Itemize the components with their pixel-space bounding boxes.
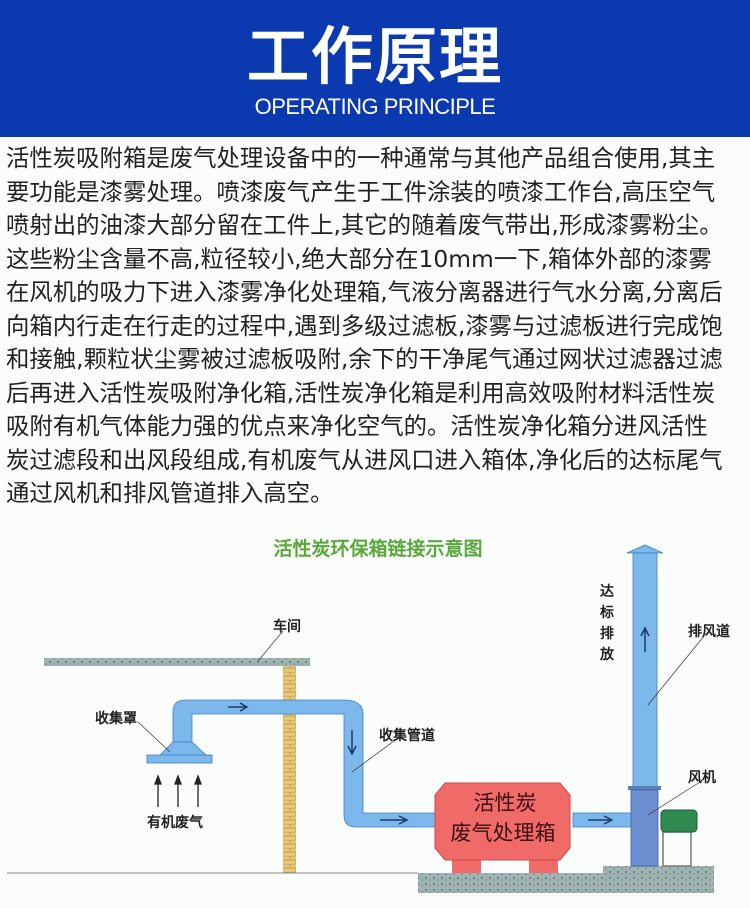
description-line: 要功能是漆雾处理。喷漆废气产生于工件涂装的喷漆工作台,高压空气 xyxy=(6,177,716,206)
collection-duct xyxy=(146,699,436,828)
label-organic-gas: 有机废气 xyxy=(147,814,203,831)
diagram-title: 活性炭环保箱链接示意图 xyxy=(273,537,482,560)
page-subtitle: OPERATING PRINCIPLE xyxy=(254,94,496,119)
foundation xyxy=(418,873,714,893)
description-line: 后再进入活性炭吸附净化箱,活性炭净化箱是利用高效吸附材料活性炭 xyxy=(6,378,716,407)
fan-motor xyxy=(660,809,698,833)
description-line: 吸附有机气体能力强的优点来净化空气的。活性炭净化箱分进风活性 xyxy=(6,412,708,440)
ceiling-slab xyxy=(44,658,310,666)
connection-diagram: 活性炭环保箱链接示意图 活性炭 废气处理箱 车间 收集罩 收集管道 有机废气 排… xyxy=(0,520,750,908)
box-leg xyxy=(529,858,558,873)
label-fan: 风机 xyxy=(688,769,716,786)
description-line: 在风机的吸力下进入漆雾净化处理箱,气液分离器进行气水分离,分离后 xyxy=(6,278,723,306)
flow-arrow xyxy=(588,815,614,825)
description-line: 喷射出的油漆大部分留在工件上,其它的随着废气带出,形成漆雾粉尘。 xyxy=(6,211,723,239)
label-duct: 收集管道 xyxy=(379,727,435,744)
exhaust-chimney xyxy=(632,552,658,788)
box-label-line2: 废气处理箱 xyxy=(451,821,556,845)
label-hood: 收集罩 xyxy=(95,710,137,727)
gas-arrows-icon xyxy=(154,774,202,807)
flow-arrow xyxy=(347,730,357,756)
description-line: 活性炭吸附箱是废气处理设备中的一种通常与其他产品组合使用,其主 xyxy=(6,144,716,172)
chimney-flange xyxy=(628,786,661,790)
description-line: 炭过滤段和出风段组成,有机废气从进风口进入箱体,净化后的达标尾气 xyxy=(6,445,723,474)
label-discharge: 放 xyxy=(599,646,615,663)
label-discharge: 达 xyxy=(600,583,614,600)
description-paragraph: 活性炭吸附箱是废气处理设备中的一种通常与其他产品组合使用,其主 要功能是漆雾处理… xyxy=(6,142,750,511)
description-line: 通过风机和排风管道排入高空。 xyxy=(6,479,334,507)
fan-housing xyxy=(630,789,659,867)
description-line: 和接触,颗粒状尘雾被过滤板吸附,余下的干净尾气通过网状过滤器过滤 xyxy=(6,345,723,373)
label-discharge: 标 xyxy=(599,604,614,621)
description-line: 这些粉尘含量不高,粒径较小,绝大部分在10mm一下,箱体外部的漆雾 xyxy=(6,244,712,273)
flow-arrow xyxy=(228,702,249,712)
flow-arrow xyxy=(380,815,409,825)
box-leg xyxy=(452,858,481,873)
label-workshop: 车间 xyxy=(273,618,301,635)
brick-pillar xyxy=(283,666,296,873)
label-exhaust-pipe: 排风道 xyxy=(688,623,730,640)
label-discharge: 排 xyxy=(600,625,614,642)
description-line: 向箱内行走在行走的过程中,遇到多级过滤板,漆雾与过滤板进行完成饱 xyxy=(6,311,723,340)
leader-lines xyxy=(137,630,705,816)
box-label-line1: 活性炭 xyxy=(474,791,537,815)
flow-arrow xyxy=(640,626,650,652)
header-banner: 工作原理 OPERATING PRINCIPLE xyxy=(0,0,750,137)
fan-base xyxy=(603,866,714,873)
page-title: 工作原理 xyxy=(246,20,503,93)
treatment-box xyxy=(434,782,571,861)
